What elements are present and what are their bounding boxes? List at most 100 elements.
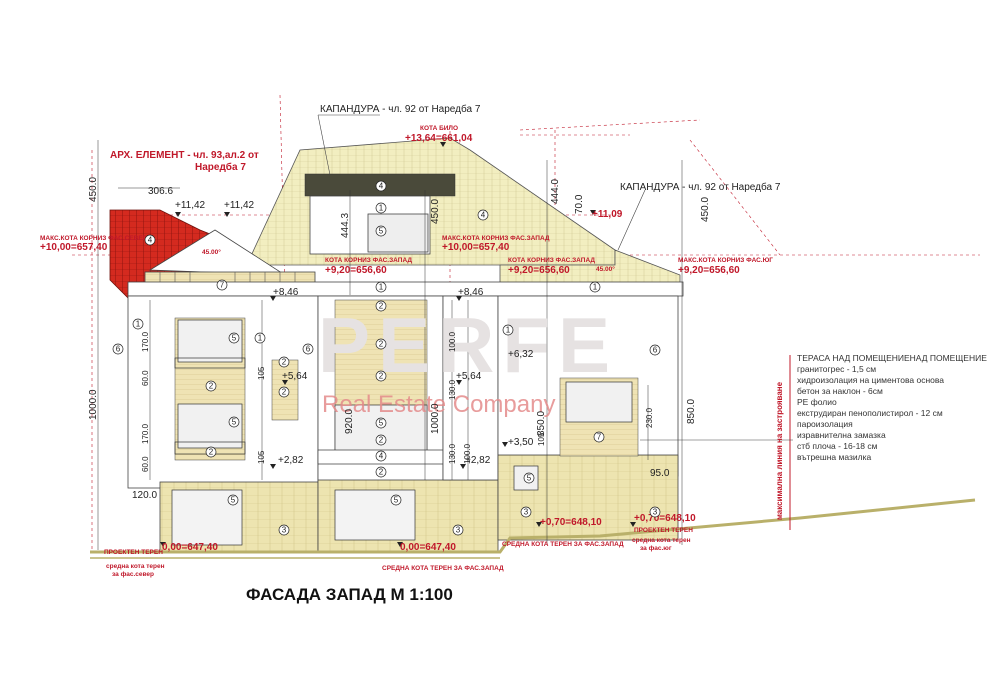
ridge-label: КОТА БИЛО bbox=[420, 125, 458, 132]
marker-3-mid: 3 bbox=[456, 526, 461, 535]
terrace-layer-5: екструдиран пенополистирол - 12 см bbox=[797, 408, 943, 418]
marker-3-right-b: 3 bbox=[653, 508, 658, 517]
callout-kapandura-top: КАПАНДУРА - чл. 92 от Наредба 7 bbox=[320, 103, 481, 115]
terrace-layer-6: пароизолация bbox=[797, 419, 853, 429]
dim-170b: 170.0 bbox=[141, 423, 150, 444]
dim-450-left: 450.0 bbox=[88, 177, 99, 202]
marker-2-left-d: 2 bbox=[209, 448, 214, 457]
marker-1-cornice: 1 bbox=[379, 283, 384, 292]
marker-2-tower-e: 2 bbox=[379, 468, 384, 477]
callout-kapandura-right: КАПАНДУРА - чл. 92 от Наредба 7 bbox=[620, 181, 781, 193]
level-markers bbox=[160, 142, 636, 547]
dim-850-right: 850.0 bbox=[686, 399, 697, 424]
marker-4-roof: 4 bbox=[379, 182, 384, 191]
dim-100a: 100.0 bbox=[448, 331, 457, 352]
watermark-brand: PERFE bbox=[318, 301, 618, 389]
avg-west-bottom: СРЕДНА КОТА ТЕРЕН ЗА ФАС.ЗАПАД bbox=[382, 565, 504, 572]
dim-100b: 100.0 bbox=[463, 443, 472, 464]
level-000a: 0,00=647,40 bbox=[162, 542, 218, 553]
drawing-title: ФАСАДА ЗАПАД М 1:100 bbox=[246, 585, 453, 604]
level-350: +3,50 bbox=[508, 437, 534, 448]
marker-6-left: 6 bbox=[116, 345, 121, 354]
cornice-label-mid: КОТА КОРНИЗ ФАС.ЗАПАД bbox=[508, 257, 595, 264]
dim-4443: 444.3 bbox=[340, 213, 351, 238]
level-846a: +8,46 bbox=[273, 287, 299, 298]
marker-5-tower: 5 bbox=[379, 419, 384, 428]
south-value: +9,20=656,60 bbox=[678, 265, 740, 276]
level-070a: +0,70=648,10 bbox=[540, 517, 602, 528]
marker-6-right: 6 bbox=[653, 346, 658, 355]
marker-5-upper: 5 bbox=[232, 334, 237, 343]
left-wing bbox=[127, 295, 321, 553]
dim-105c: 105 bbox=[537, 432, 546, 446]
level-632: +6,32 bbox=[508, 349, 534, 360]
dim-700: 70.0 bbox=[574, 194, 585, 214]
ridge-value: +13,64=661,04 bbox=[405, 133, 473, 144]
marker-2-tower-b: 2 bbox=[379, 340, 384, 349]
callout-arch-element-1: АРХ. ЕЛЕМЕНТ - чл. 93,ал.2 от bbox=[110, 150, 259, 161]
dim-60b: 60.0 bbox=[141, 456, 150, 472]
marker-5-lower: 5 bbox=[232, 418, 237, 427]
marker-1-mid-left: 1 bbox=[258, 334, 263, 343]
marker-7-right: 7 bbox=[597, 433, 602, 442]
marker-5-ground-left: 5 bbox=[231, 496, 236, 505]
north-label: МАКС.КОТА КОРНИЗ ФАС.СЕВЕР bbox=[40, 235, 148, 242]
marker-4-tower: 4 bbox=[379, 452, 384, 461]
level-000b: 0,00=647,40 bbox=[400, 542, 456, 553]
marker-1-right: 1 bbox=[593, 283, 598, 292]
cornice-value-mid: +9,20=656,60 bbox=[508, 265, 570, 276]
dormer bbox=[309, 195, 431, 255]
dim-444: 444.0 bbox=[550, 179, 561, 204]
dim-170a: 170.0 bbox=[141, 331, 150, 352]
marker-7-top: 7 bbox=[220, 281, 225, 290]
marker-2-left-c: 2 bbox=[282, 388, 287, 397]
terrace-layer-4: PE фолио bbox=[797, 397, 837, 407]
north-value: +10,00=657,40 bbox=[40, 242, 108, 253]
marker-3-left: 3 bbox=[282, 526, 287, 535]
west-value-a: +10,00=657,40 bbox=[442, 242, 510, 253]
dim-306: 306.6 bbox=[148, 186, 173, 197]
marker-5-dormer: 5 bbox=[379, 227, 384, 236]
dim-1000-mid: 1000.0 bbox=[430, 403, 441, 434]
terrace-heading: ТЕРАСА НАД ПОМЕЩЕНИЕНАД ПОМЕЩЕНИЕ bbox=[797, 353, 987, 363]
marker-1-right-wing: 1 bbox=[506, 326, 511, 335]
dim-230: 230.0 bbox=[645, 407, 654, 428]
dim-450-mid: 450.0 bbox=[430, 199, 441, 224]
angle-b: 45.00° bbox=[596, 265, 615, 273]
marker-5-right: 5 bbox=[527, 474, 532, 483]
dim-950: 95.0 bbox=[650, 468, 670, 479]
dim-105a: 105 bbox=[257, 366, 266, 380]
watermark-tagline: Real Estate Company bbox=[322, 391, 555, 418]
south-label: МАКС.КОТА КОРНИЗ ФАС.ЮГ bbox=[678, 257, 773, 264]
level-1142b: +11,42 bbox=[224, 200, 255, 211]
level-282a: +2,82 bbox=[278, 455, 304, 466]
marker-6-mid: 6 bbox=[306, 345, 311, 354]
marker-1-left: 1 bbox=[136, 320, 141, 329]
callout-arch-element-2: Наредба 7 bbox=[195, 161, 246, 173]
dim-450-right: 450.0 bbox=[700, 197, 711, 222]
level-070b: +0,70=648,10 bbox=[634, 513, 696, 524]
dim-130a: 130.0 bbox=[448, 379, 457, 400]
material-markers: 4 1 5 4 4 7 1 1 1 6 5 1 6 2 2 2 5 2 2 2 … bbox=[112, 180, 661, 536]
marker-2-tower-a: 2 bbox=[379, 302, 384, 311]
level-1109: +11,09 bbox=[592, 209, 623, 220]
terrace-layer-7: изравнителна замазка bbox=[797, 430, 886, 440]
marker-5-ground-mid: 5 bbox=[394, 496, 399, 505]
dim-130b: 130.0 bbox=[448, 443, 457, 464]
marker-2-tower-d: 2 bbox=[379, 436, 384, 445]
dim-60a: 60.0 bbox=[141, 370, 150, 386]
level-282b: +2,82 bbox=[465, 455, 491, 466]
dim-850-mid: 850.0 bbox=[536, 411, 547, 436]
avg-south-2: за фас.юг bbox=[640, 545, 672, 552]
avg-north-1: средна кота терен bbox=[106, 563, 165, 570]
avg-west-mid: СРЕДНА КОТА ТЕРЕН ЗА ФАС.ЗАПАД bbox=[502, 541, 624, 548]
terrace-layer-1: гранитогрес - 1,5 см bbox=[797, 364, 876, 374]
dimension-lines bbox=[97, 140, 683, 550]
design-terrain-left: ПРОЕКТЕН ТЕРЕН bbox=[104, 549, 163, 556]
marker-2-left-b: 2 bbox=[209, 382, 214, 391]
avg-south-1: средна кота терен bbox=[632, 537, 691, 544]
level-1142a: +11,42 bbox=[175, 200, 206, 211]
design-terrain-right: ПРОЕКТЕН ТЕРЕН bbox=[634, 527, 693, 534]
level-564b: +5,64 bbox=[456, 371, 482, 382]
